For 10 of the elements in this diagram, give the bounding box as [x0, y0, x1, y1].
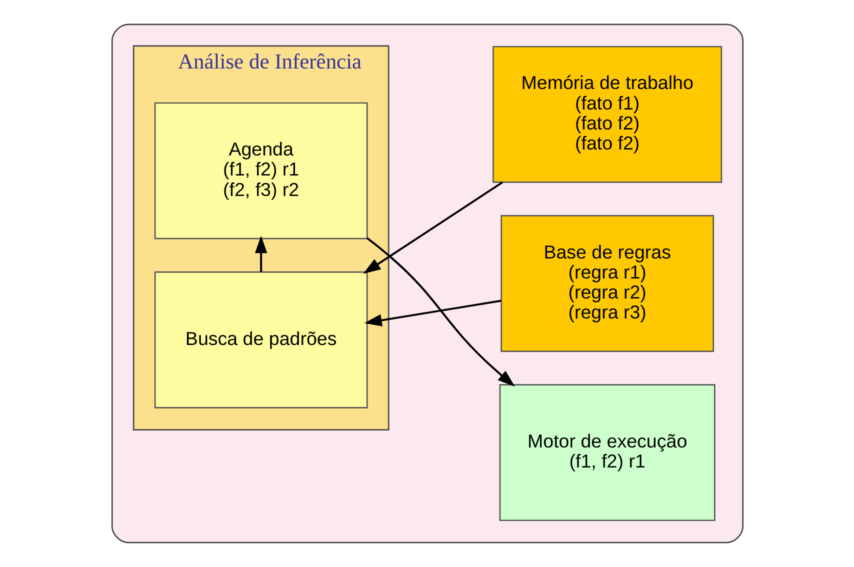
node-box: Memória de trabalho (fato f1) (fato f2) (fato f2)	[492, 46, 722, 183]
cluster	[110, 24, 744, 544]
node-box: Agenda (f1, f2) r1 (f2, f3) r2	[154, 102, 368, 240]
arrow	[364, 300, 501, 326]
arrow	[362, 182, 502, 274]
node-box: Busca de padrões	[154, 271, 368, 408]
node-box: Motor de execução (f1, f2) r1	[498, 384, 715, 522]
node-box: Base de regras (regra r1) (regra r2) (regra r3)	[500, 215, 714, 352]
arrow	[366, 237, 514, 387]
arrow	[254, 236, 267, 272]
